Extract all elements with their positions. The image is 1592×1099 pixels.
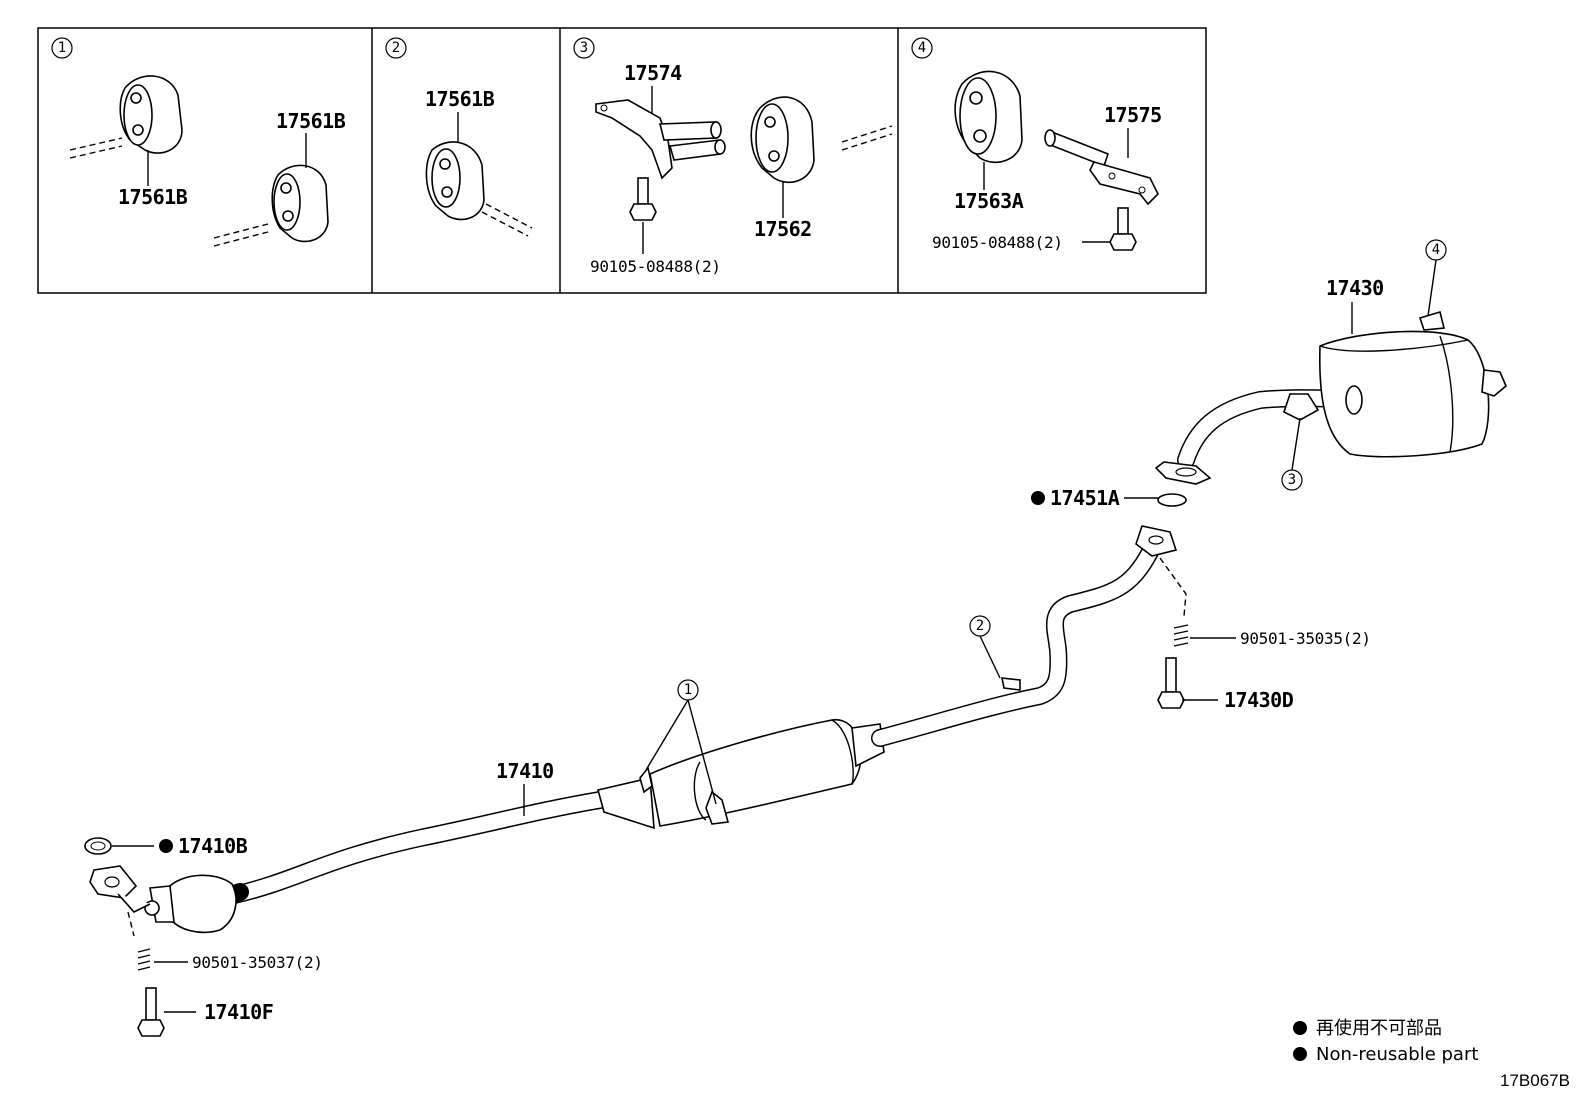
callout-2-number: 2 (976, 618, 984, 634)
legend-bullet-en (1293, 1047, 1307, 1061)
box-3-label-hanger: 17562 (754, 217, 812, 241)
legend-text-en: Non-reusable part (1316, 1044, 1478, 1065)
callout-1: 1 (645, 679, 717, 805)
box-4-label-bolt: 90105-08488(2) (932, 233, 1063, 252)
label-bolt-rear: 17430D (1224, 688, 1294, 712)
callout-2: 2 (969, 615, 1001, 679)
box-1-label-lower: 17561B (118, 185, 188, 209)
box-3-label-bracket: 17574 (624, 61, 682, 85)
detail-box-4: 4 17563A 17575 90105-08488(2) (911, 37, 1162, 252)
front-pipe-17410[interactable] (89, 525, 1178, 934)
box-1-number: 1 (58, 40, 66, 56)
bolt-box-4[interactable] (1109, 207, 1137, 251)
box-2-number: 2 (392, 40, 400, 56)
callout-3: 3 (1281, 417, 1303, 491)
box-1-label-upper: 17561B (276, 109, 346, 133)
pipe-hanger-front[interactable] (639, 766, 730, 825)
legend-bullet-ja (1293, 1021, 1307, 1035)
callout-1-number: 1 (684, 682, 692, 698)
legend: 再使用不可部品 Non-reusable part (1293, 1018, 1478, 1065)
detail-box-3: 3 17574 90105-08488(2) 17562 (573, 37, 893, 276)
label-gasket-rear: 17451A (1050, 486, 1120, 510)
diagram-code: 17B067B (1500, 1071, 1570, 1090)
spring-rear[interactable] (1173, 624, 1189, 647)
label-spring-rear: 90501-35035(2) (1240, 629, 1371, 648)
detail-box-2: 2 17561B (385, 37, 533, 237)
label-front-pipe: 17410 (496, 759, 554, 783)
rubber-hanger-c[interactable] (425, 141, 533, 237)
label-bolt-front: 17410F (204, 1000, 273, 1024)
bolt-17410f[interactable] (137, 987, 165, 1037)
detail-boxes-frame (37, 27, 1207, 294)
rubber-hanger-e[interactable] (954, 70, 1023, 164)
gasket-17410b[interactable] (84, 837, 112, 855)
bolt-box-3[interactable] (629, 177, 657, 221)
box-4-label-hanger: 17563A (954, 189, 1024, 213)
gasket-17451a[interactable] (1157, 493, 1187, 507)
box-3-number: 3 (580, 40, 588, 56)
bracket-17575[interactable] (1044, 129, 1159, 206)
rubber-hanger-d[interactable] (750, 96, 893, 184)
rubber-hanger-b[interactable] (213, 164, 329, 247)
label-spring-front: 90501-35037(2) (192, 953, 323, 972)
bolt-17430d[interactable] (1157, 657, 1185, 709)
rubber-hanger-a[interactable] (69, 75, 183, 159)
spring-front[interactable] (137, 948, 151, 971)
callout-4-number: 4 (1432, 242, 1440, 258)
box-4-label-bracket: 17575 (1104, 103, 1162, 127)
label-tail-pipe: 17430 (1326, 276, 1384, 300)
pipe-hanger-mid[interactable] (1001, 677, 1021, 691)
bracket-17574[interactable] (595, 99, 726, 180)
detail-box-1: 1 17561B 17561B (51, 37, 346, 247)
tail-pipe-17430[interactable] (1154, 310, 1507, 485)
callout-4: 4 (1425, 239, 1447, 317)
box-2-label: 17561B (425, 87, 495, 111)
box-4-number: 4 (918, 40, 926, 56)
label-gasket-front: 17410B (178, 834, 248, 858)
legend-text-ja: 再使用不可部品 (1316, 1018, 1442, 1039)
box-3-label-bolt: 90105-08488(2) (590, 257, 721, 276)
callout-3-number: 3 (1288, 472, 1296, 488)
